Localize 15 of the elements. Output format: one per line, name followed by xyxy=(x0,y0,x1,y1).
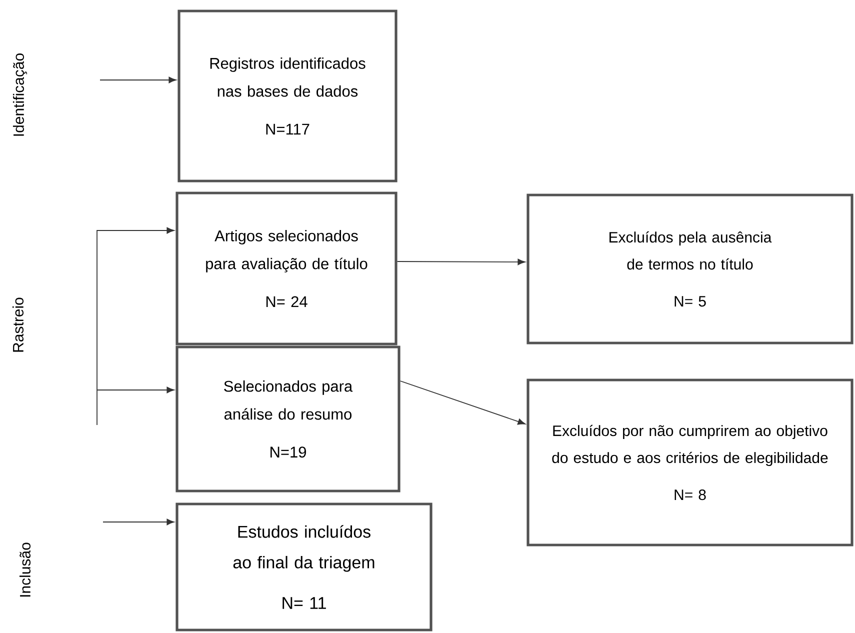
arrow xyxy=(100,76,176,84)
stage-label: Inclusão xyxy=(20,542,30,597)
process-box: Selecionados para análise do resumo N=19 xyxy=(176,346,400,492)
process-box: Excluídos pela ausência de termos no título N= 5 xyxy=(526,194,854,344)
arrow xyxy=(400,380,526,425)
stage-label: Identificação xyxy=(12,54,28,136)
process-box: Artigos selecionados para avaliação de título N= 24 xyxy=(176,192,398,346)
process-box: Excluídos por não cumprirem ao objetivo do estudo e aos critérios de elegibilidade N= 8 xyxy=(526,378,854,546)
arrow xyxy=(96,386,174,394)
arrow xyxy=(396,258,526,266)
arrow xyxy=(96,227,174,426)
arrow xyxy=(102,518,174,526)
stage-label: Rastreio xyxy=(12,298,24,352)
process-box: Estudos incluídos ao final da triagem N= 11 xyxy=(176,502,432,632)
process-box: Registros identificados nas bases de dados N=117 xyxy=(178,10,398,182)
